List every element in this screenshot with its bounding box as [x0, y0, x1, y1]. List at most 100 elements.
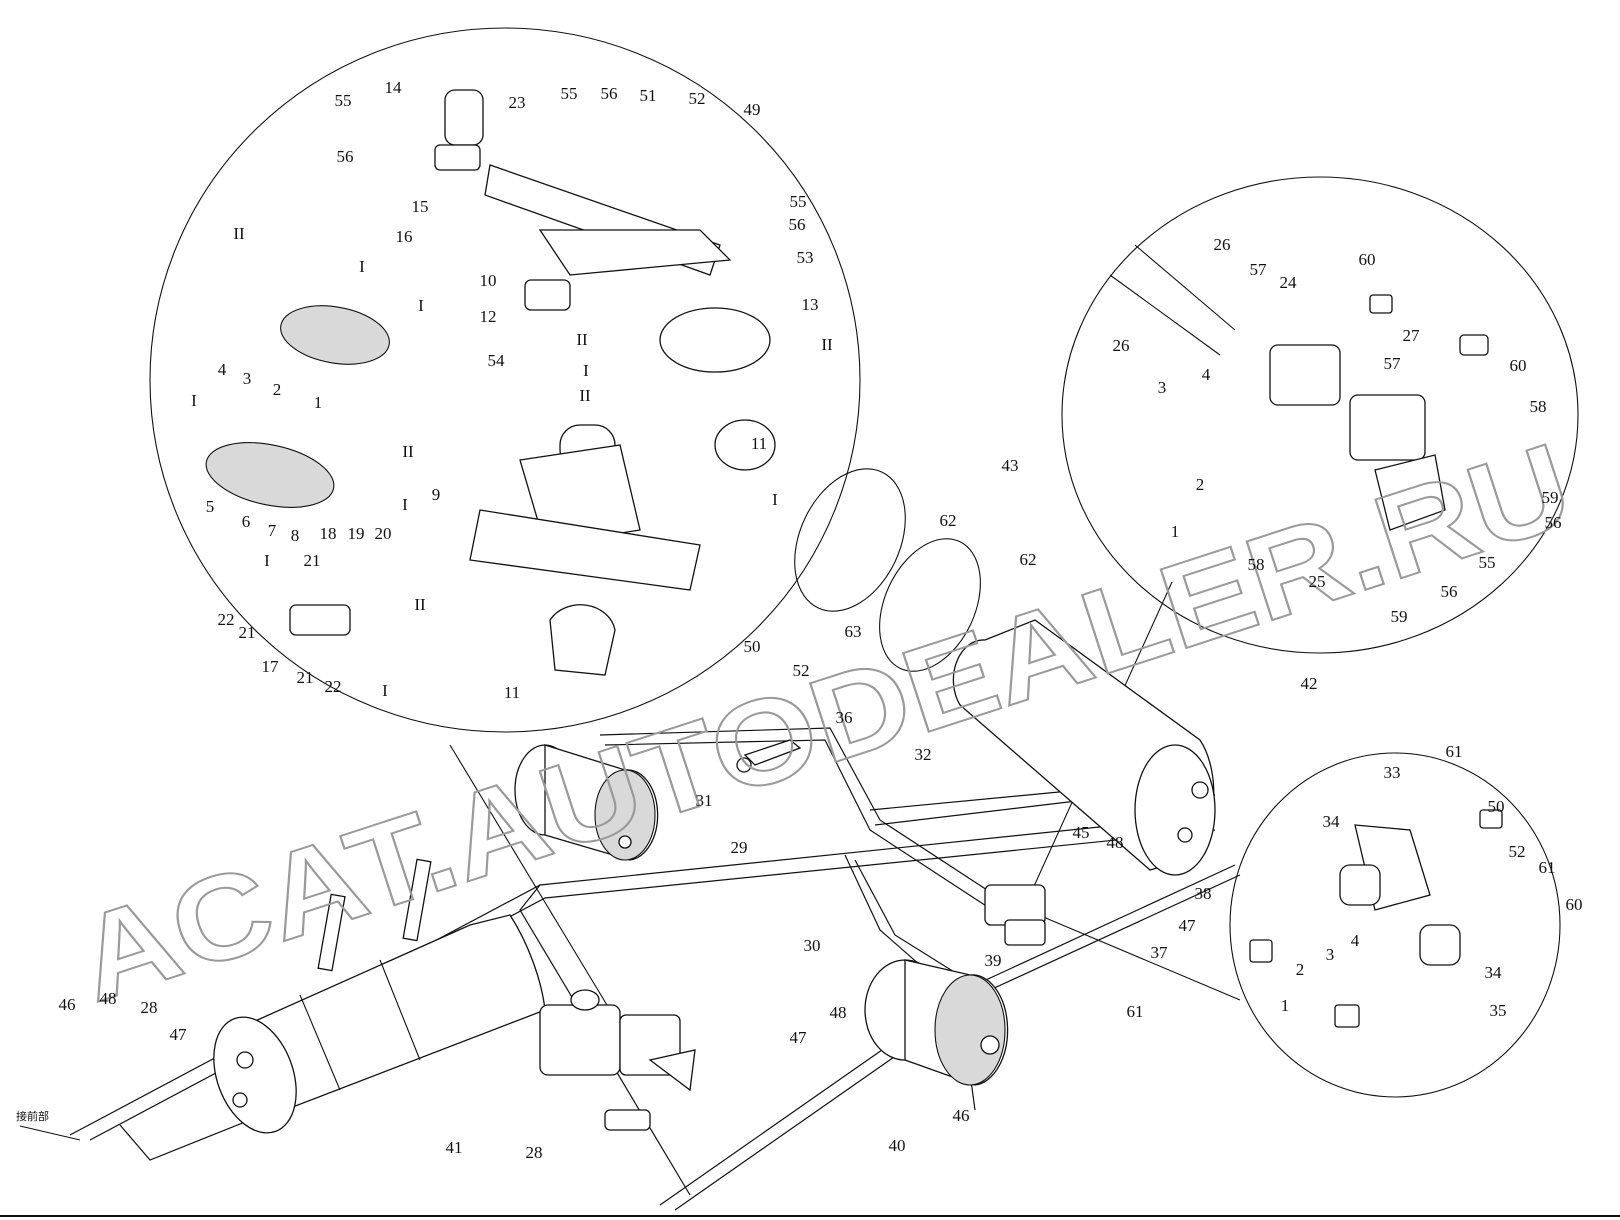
callout-58-1: 58: [1530, 397, 1547, 416]
callout-52-3: 52: [1509, 842, 1526, 861]
callout-59-2: 59: [1391, 607, 1408, 626]
callout-50-2: 50: [1488, 797, 1505, 816]
callout-26-2: 26: [1113, 336, 1130, 355]
valve-assembly-28: [539, 989, 696, 1131]
callout-2-2: 2: [1196, 475, 1205, 494]
callout-58-2: 58: [1248, 555, 1265, 574]
callout-47-1: 47: [170, 1025, 188, 1044]
callout-40: 40: [889, 1136, 906, 1155]
callout-48-2: 48: [1107, 833, 1124, 852]
clamp-bands: [794, 468, 981, 672]
callout-51: 51: [640, 86, 657, 105]
callout-62-2: 62: [1020, 550, 1037, 569]
callout-57-2: 57: [1384, 354, 1402, 373]
relay-valve-37: [984, 884, 1046, 946]
callout-46-1: 46: [59, 995, 76, 1014]
callout-4-2: 4: [1202, 365, 1211, 384]
callout-22-1: 22: [218, 610, 235, 629]
bracket-36: [736, 739, 802, 773]
callout-36: 36: [836, 708, 853, 727]
callout-4-1: 4: [218, 360, 227, 379]
callout-55-4: 55: [1479, 553, 1496, 572]
callout-11-2: 11: [504, 683, 520, 702]
detail-relay-valve: [1109, 244, 1489, 531]
detail-valve-block: [205, 89, 776, 676]
callout-13: 13: [802, 295, 819, 314]
callout-34-2: 34: [1485, 963, 1503, 982]
callout-24: 24: [1280, 273, 1298, 292]
callout-3-1: 3: [243, 369, 252, 388]
callout-54: 54: [488, 351, 506, 370]
callout-49: 49: [744, 100, 761, 119]
callout-19: 19: [348, 524, 365, 543]
callout-22-2: 22: [325, 677, 342, 696]
callout-i-5: I: [402, 495, 408, 514]
brake-chamber-upper: [514, 744, 659, 861]
callout-i-8: I: [382, 681, 388, 700]
callout-52-2: 52: [793, 661, 810, 680]
callout-48-1: 48: [100, 989, 117, 1008]
callout-60-1: 60: [1359, 250, 1376, 269]
detail-circle-fittings: [1229, 752, 1561, 1098]
callout-63: 63: [845, 622, 862, 641]
callout-21-3: 21: [297, 668, 314, 687]
callout-ii-1: II: [233, 224, 245, 243]
callout-56-3: 56: [789, 215, 806, 234]
callout-18: 18: [320, 524, 337, 543]
callout-38: 38: [1195, 884, 1212, 903]
callout-56-4: 56: [1545, 513, 1562, 532]
callout-1-3: 1: [1281, 996, 1290, 1015]
callout-53: 53: [797, 248, 814, 267]
callout-i-4: I: [191, 391, 197, 410]
callout-29: 29: [731, 838, 748, 857]
callout-i-3: I: [583, 361, 589, 380]
callout-17: 17: [262, 657, 280, 676]
callout-32: 32: [915, 745, 932, 764]
callout-50-1: 50: [744, 637, 761, 656]
callout-ii-6: II: [414, 595, 426, 614]
callout-31: 31: [696, 791, 713, 810]
callout-27: 27: [1403, 326, 1421, 345]
callout-57-1: 57: [1250, 260, 1268, 279]
callout-28-2: 28: [526, 1143, 543, 1162]
detail-fittings: [1249, 809, 1503, 1028]
callout-61-1: 61: [1446, 742, 1463, 761]
front-connection-label: 接前部: [16, 1109, 49, 1123]
callout-60-3: 60: [1566, 895, 1583, 914]
callout-39: 39: [985, 951, 1002, 970]
callout-11-1: 11: [751, 434, 767, 453]
callout-20: 20: [375, 524, 392, 543]
callout-55-1: 55: [335, 91, 352, 110]
callout-56-5: 56: [1441, 582, 1458, 601]
callout-2-3: 2: [1296, 960, 1305, 979]
callout-5: 5: [206, 497, 215, 516]
callout-28-1: 28: [141, 998, 158, 1017]
callout-6: 6: [242, 512, 251, 531]
callout-62-1: 62: [940, 511, 957, 530]
callout-14: 14: [385, 78, 403, 97]
callout-i-6: I: [264, 551, 270, 570]
callout-56-2: 56: [601, 84, 618, 103]
callout-7: 7: [268, 521, 277, 540]
callout-47-3: 47: [1179, 916, 1197, 935]
callout-42: 42: [1301, 674, 1318, 693]
callout-ii-3: II: [821, 335, 833, 354]
callout-56-1: 56: [337, 147, 354, 166]
callout-61-2: 61: [1539, 858, 1556, 877]
callout-23: 23: [509, 93, 526, 112]
air-tank-41: [213, 858, 546, 1134]
detail-circle-valve-assembly: [149, 27, 861, 733]
callout-12: 12: [480, 307, 497, 326]
callout-21-2: 21: [239, 623, 256, 642]
callout-4-3: 4: [1351, 931, 1360, 950]
detail-circle-relay-valve: [1061, 176, 1579, 654]
callout-8: 8: [291, 526, 300, 545]
callout-i-7: I: [772, 490, 778, 509]
callout-ii-5: II: [402, 442, 414, 461]
callout-43: 43: [1002, 456, 1019, 475]
callout-3-3: 3: [1326, 945, 1335, 964]
callout-34-1: 34: [1323, 812, 1341, 831]
brake-chamber-lower: [864, 959, 1009, 1086]
